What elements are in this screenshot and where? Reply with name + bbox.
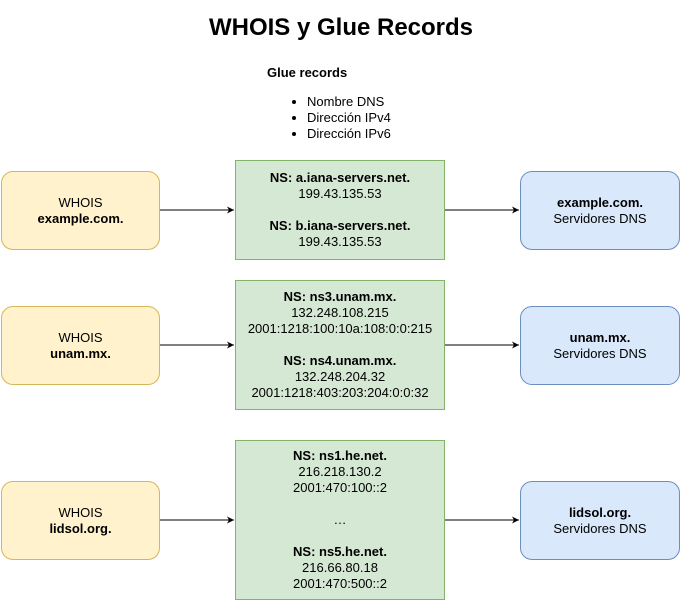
ns-box-unam: NS: ns3.unam.mx. 132.248.108.215 2001:12… <box>235 280 445 410</box>
ns-ipv4: 216.218.130.2 <box>298 464 382 479</box>
ns-name: NS: ns1.he.net. <box>293 448 387 463</box>
ns-name: NS: b.iana-servers.net. <box>269 218 411 233</box>
dns-domain: example.com. <box>557 194 643 210</box>
dns-box-unam: unam.mx. Servidores DNS <box>520 306 680 385</box>
dns-label: Servidores DNS <box>553 345 647 361</box>
ns-ipv4: 216.66.80.18 <box>302 560 378 575</box>
ns-ipv6: 2001:470:100::2 <box>293 480 387 495</box>
ns-name: NS: ns5.he.net. <box>293 544 387 559</box>
ellipsis: … <box>333 512 347 527</box>
glue-item: Dirección IPv4 <box>307 110 391 126</box>
ns-ipv4: 199.43.135.53 <box>298 234 382 249</box>
ns-ipv4: 132.248.204.32 <box>294 369 386 384</box>
dns-box-example: example.com. Servidores DNS <box>520 171 680 250</box>
whois-domain: lidsol.org. <box>49 520 112 536</box>
ns-ipv4: 132.248.108.215 <box>291 305 389 320</box>
ns-name: NS: ns4.unam.mx. <box>283 353 397 368</box>
glue-item: Nombre DNS <box>307 94 391 110</box>
ns-ipv6: 2001:1218:403:203:204:0:0:32 <box>251 385 429 400</box>
ns-ipv4: 199.43.135.53 <box>298 186 382 201</box>
ns-box-lidsol: NS: ns1.he.net. 216.218.130.2 2001:470:1… <box>235 440 445 600</box>
glue-item: Dirección IPv6 <box>307 126 391 142</box>
dns-domain: unam.mx. <box>569 329 631 345</box>
dns-label: Servidores DNS <box>553 210 647 226</box>
whois-label: WHOIS <box>58 194 103 210</box>
whois-box-unam: WHOIS unam.mx. <box>1 306 160 385</box>
whois-box-example: WHOIS example.com. <box>1 171 160 250</box>
ns-box-example: NS: a.iana-servers.net. 199.43.135.53 NS… <box>235 160 445 260</box>
ns-name: NS: a.iana-servers.net. <box>269 170 411 185</box>
whois-domain: example.com. <box>37 210 124 226</box>
dns-label: Servidores DNS <box>553 520 647 536</box>
diagram-title: WHOIS y Glue Records <box>208 14 474 41</box>
whois-label: WHOIS <box>58 329 103 345</box>
whois-box-lidsol: WHOIS lidsol.org. <box>1 481 160 560</box>
whois-label: WHOIS <box>58 504 103 520</box>
dns-domain: lidsol.org. <box>568 504 632 520</box>
ns-ipv6: 2001:470:500::2 <box>293 576 387 591</box>
ns-name: NS: ns3.unam.mx. <box>283 289 397 304</box>
glue-records-list: Nombre DNS Dirección IPv4 Dirección IPv6 <box>290 94 391 142</box>
dns-box-lidsol: lidsol.org. Servidores DNS <box>520 481 680 560</box>
whois-domain: unam.mx. <box>50 345 111 361</box>
ns-ipv6: 2001:1218:100:10a:108:0:0:215 <box>247 321 433 336</box>
glue-records-heading: Glue records <box>267 65 348 80</box>
